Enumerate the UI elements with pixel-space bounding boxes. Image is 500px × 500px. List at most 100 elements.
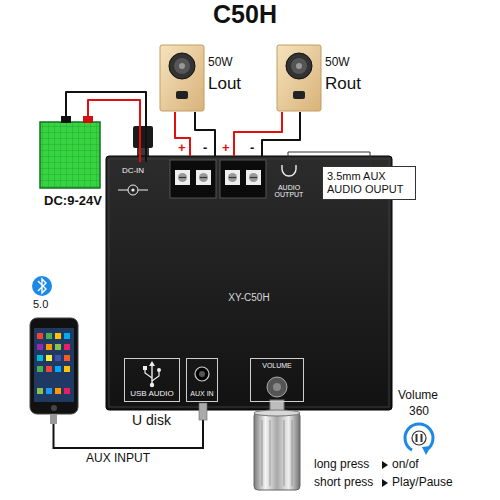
wire-path: [195, 112, 215, 156]
smartphone-part: [55, 355, 61, 361]
smartphone-part: [46, 344, 52, 350]
node-text: USB AUDIO: [130, 389, 174, 398]
wire-path: [66, 92, 146, 162]
dc-jack-symbol-part: [118, 190, 128, 191]
speaker-label: 50WLout: [156, 42, 252, 112]
right-speaker-part: [293, 91, 305, 99]
terminal-block-part: [246, 170, 261, 185]
play-pause-icon-part: [421, 434, 423, 442]
smartphone-part: [37, 344, 43, 350]
terminal-polarity: +: [178, 141, 186, 156]
terminal-polarity: -: [250, 141, 254, 156]
smartphone-part: [55, 388, 61, 394]
right-speaker-part: [296, 63, 302, 69]
volume-knob: [254, 400, 300, 490]
bluetooth-icon-part: [38, 279, 46, 293]
usb-symbol: [143, 361, 161, 387]
right-speaker-part: [277, 45, 321, 111]
potentiometer-part: [267, 377, 287, 397]
usb-symbol-part: [145, 369, 152, 378]
aux-jack-symbol-part: [195, 367, 209, 381]
smartphone: [30, 318, 78, 414]
potentiometer: [267, 377, 287, 397]
action-label: long press: [314, 458, 369, 472]
node-text: DC-IN: [122, 166, 144, 175]
left-speaker: [160, 45, 204, 111]
left-speaker-part: [169, 53, 195, 79]
smartphone-part: [30, 318, 78, 414]
dc-jack-symbol-part: [131, 188, 134, 191]
aux-jack-symbol: [195, 367, 209, 381]
node-text: 3.5mm AUX AUDIO OUPUT: [327, 170, 411, 196]
terminal-block-part: [250, 177, 257, 178]
rotation-caption: 360: [409, 405, 429, 419]
smartphone-part: [46, 366, 52, 372]
usb-symbol-part: [157, 368, 161, 372]
wire-path: [234, 112, 282, 156]
action-label: Play/Pause: [392, 476, 453, 490]
usb-port: USB AUDIO: [124, 358, 180, 402]
volume-knob-part: [270, 420, 271, 486]
smartphone-part: [37, 333, 43, 339]
play-pause-icon-part: [412, 431, 426, 445]
audio-jack-symbol-part: [282, 165, 296, 176]
node-text: 50W: [208, 56, 233, 70]
usb-caption: U disk: [132, 412, 171, 428]
dc-jack-symbol-part: [138, 190, 148, 191]
amplifier-board: XY-C50HDC-INAUDIO OUTPUTUSB AUDIOAUX INV…: [106, 156, 392, 410]
action-label: short press: [314, 476, 373, 490]
smartphone-part: [37, 388, 43, 394]
terminal-block-part: [179, 177, 186, 178]
potentiometer-part: [273, 383, 281, 391]
play-pause-icon-part: [416, 434, 418, 442]
wire-path: [288, 152, 370, 166]
volume-caption: Volume: [398, 389, 438, 403]
terminal-polarity: -: [203, 141, 207, 156]
terminal-block-part: [196, 170, 211, 185]
volume-knob-part: [254, 410, 300, 416]
node-text: 50W: [325, 56, 350, 70]
bluetooth-icon-part: [32, 276, 52, 296]
volume-knob-part: [262, 420, 263, 486]
audio-output-jack: AUDIO OUTPUT: [270, 162, 308, 202]
left-speaker-part: [176, 91, 188, 99]
right-speaker: [277, 45, 321, 111]
aux-cable-part: [54, 420, 204, 448]
node-text: VOLUME: [262, 362, 292, 370]
terminal-polarity: +: [222, 141, 230, 156]
aux-cable-part: [199, 403, 207, 420]
smartphone-part: [46, 388, 52, 394]
wire-path: [88, 100, 140, 162]
smartphone-part: [64, 344, 70, 350]
aux-caption: AUX INPUT: [86, 452, 150, 466]
usb-symbol-part: [149, 361, 155, 366]
aux-cable: [50, 403, 207, 448]
terminal-block-part: [229, 177, 236, 178]
play-pause-icon: [405, 424, 433, 455]
bluetooth-version: 5.0: [33, 298, 48, 311]
left-speaker-part: [174, 58, 190, 74]
wire-connector: [175, 112, 215, 156]
terminal-block: [220, 160, 266, 198]
dc-plug-part: [133, 126, 153, 148]
smartphone-part: [51, 405, 57, 411]
diagram-title: C50H: [0, 1, 490, 29]
right-speaker-part: [291, 58, 307, 74]
dc-input-jack: DC-IN: [114, 162, 152, 202]
smartphone-part: [64, 333, 70, 339]
node-text: Rout: [325, 74, 361, 94]
action-label: on/of: [392, 458, 419, 472]
node-text: AUDIO OUTPUT: [271, 184, 307, 199]
smartphone-part: [37, 355, 43, 361]
callout-box: 3.5mm AUX AUDIO OUPUT: [322, 166, 416, 200]
smartphone-part: [34, 328, 74, 402]
audio-jack-symbol: [282, 165, 296, 176]
volume-knob-part: [254, 412, 300, 490]
terminal-block-part: [175, 170, 190, 185]
node-text: XY-C50H: [228, 292, 269, 304]
terminal-block-part: [170, 160, 216, 198]
press-arrow-part: [382, 461, 388, 469]
